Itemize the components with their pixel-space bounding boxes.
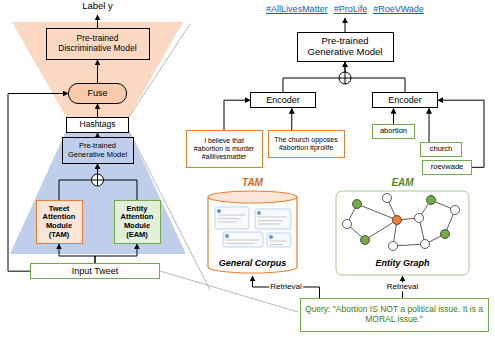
arrow-connector (393, 108, 394, 124)
node-text: Tweet Attention Module (TAM) (40, 205, 79, 240)
edge-label: Retrieval (269, 282, 303, 291)
module-box: Entity Attention Module (EAM) (114, 200, 161, 244)
node-text: Entity Attention Module (EAM) (118, 205, 157, 240)
arrow-connector (95, 244, 137, 263)
hashtag-label: #RoeVWade (373, 4, 424, 14)
sum-symbol (92, 174, 104, 186)
model-box: Pre-trained Generative Model (297, 32, 394, 62)
node-text: EAM (391, 176, 413, 190)
arrow-connector (59, 244, 95, 263)
arrow-connector (429, 108, 430, 142)
discriminative-funnel (12, 22, 183, 117)
tweet-thumbnail (223, 232, 263, 247)
encoder-box: Encoder (372, 92, 438, 108)
arrow-connector (97, 104, 98, 117)
model-box: Pre-trained Generative Model (62, 137, 134, 164)
node-text: Pre-trained Generative Model (301, 36, 390, 58)
node-text: TAM (242, 176, 263, 190)
node-text: Encoder (266, 95, 300, 105)
generative-funnel (10, 131, 186, 254)
node-text: roevwade (431, 163, 464, 172)
node-text: Pre-trained Discriminative Model (50, 34, 146, 54)
zoom-line (129, 24, 190, 117)
output-label: Label y (82, 1, 113, 12)
node-text: church (430, 145, 453, 154)
arrow-connector (283, 62, 345, 92)
corpus-cylinder: TAM General Corpus (205, 176, 300, 276)
arrow-connector (345, 62, 405, 92)
hashtag-label: #ProLife (334, 4, 368, 14)
encoder-box: Encoder (250, 92, 316, 108)
node-caption: Entity Graph (375, 258, 429, 268)
fuse-box: Fuse (68, 83, 127, 104)
entity-graph: EAM Entity Graph (335, 176, 470, 276)
input-box: Input Tweet (30, 263, 160, 279)
node-caption: General Corpus (219, 258, 287, 268)
arrow-connector (438, 100, 484, 167)
arrow-connector (97, 60, 98, 83)
arrow-connector (224, 100, 250, 130)
model-box: Pre-trained Discriminative Model (46, 28, 150, 60)
node-text: The church opposes #abortion #prolife (272, 136, 341, 152)
hashtag-label: #AllLivesMatter (266, 4, 328, 14)
arrow-connector (291, 108, 292, 130)
output-arrow (97, 15, 98, 28)
entity-box: roevwade (422, 160, 472, 175)
node-text: abortion (380, 127, 407, 136)
module-box: Tweet Attention Module (TAM) (36, 200, 83, 244)
query-box: Query: "Abortion IS NOT a political issu… (300, 298, 489, 332)
hashtags-box: Hashtags (66, 117, 129, 133)
edge-label: Retrieval (386, 282, 420, 291)
node-text: I believe that #abortion is murder #alll… (190, 137, 259, 161)
tweet-thumbnail (215, 207, 249, 229)
arrow-connector (8, 94, 68, 272)
node-text: Fuse (87, 88, 107, 98)
node-text: Pre-trained Generative Model (66, 142, 130, 159)
tweet-thumbnail (267, 233, 291, 247)
entity-box: abortion (372, 124, 415, 139)
tweet-thumbnail (255, 209, 291, 229)
hashtag-arrow (345, 18, 346, 32)
arrow-connector (253, 276, 320, 298)
tweet-box: I believe that #abortion is murder #alll… (186, 130, 263, 168)
node-text: Hashtags (80, 120, 116, 130)
sum-symbol (339, 72, 351, 84)
node-text: Query: "Abortion IS NOT a political issu… (304, 305, 485, 325)
node-text: Encoder (388, 95, 422, 105)
entity-box: church (420, 142, 462, 157)
node-text: Input Tweet (72, 266, 118, 276)
tweet-box: The church opposes #abortion #prolife (268, 130, 345, 158)
